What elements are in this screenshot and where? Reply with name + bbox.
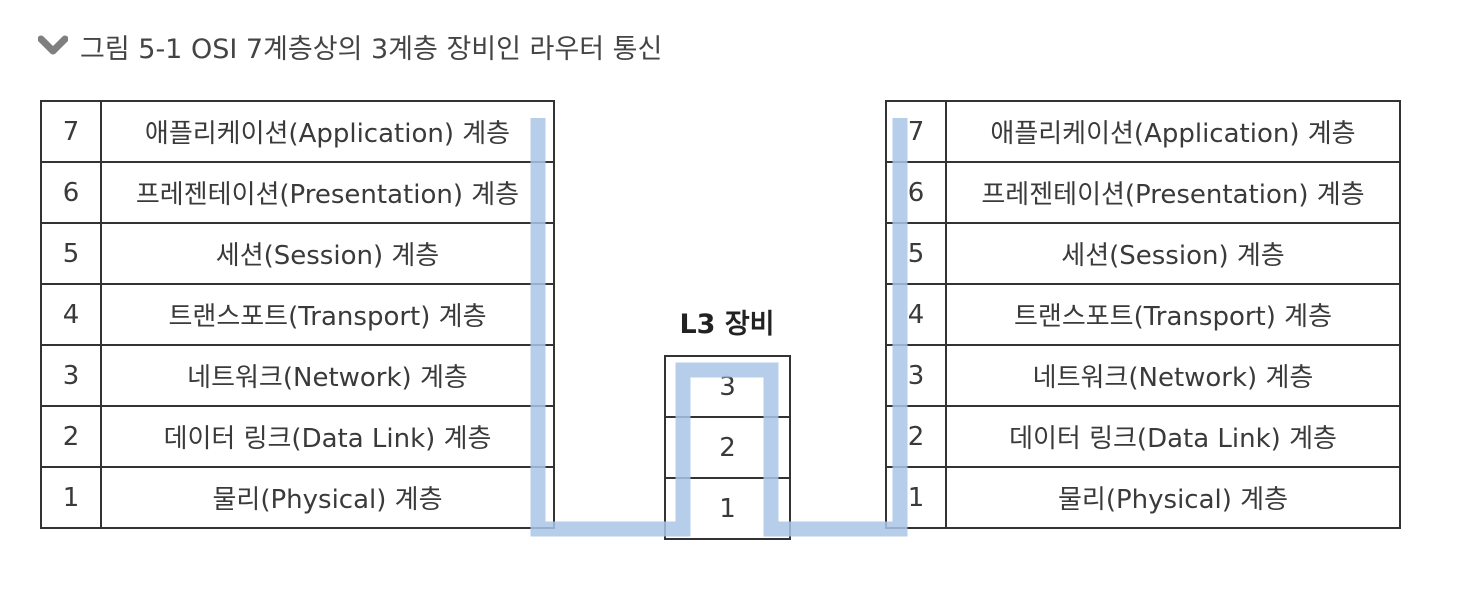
- layer-row: 7 애플리케이션(Application) 계층: [40, 100, 555, 163]
- layer-number: 3: [885, 344, 947, 407]
- layer-number: 6: [40, 161, 102, 224]
- device-layer-row: 1: [664, 477, 791, 540]
- layer-number: 6: [885, 161, 947, 224]
- layer-number: 2: [40, 405, 102, 468]
- device-layer-row: 2: [664, 416, 791, 479]
- layer-row: 2 데이터 링크(Data Link) 계층: [885, 405, 1401, 468]
- layer-row: 4 트랜스포트(Transport) 계층: [40, 283, 555, 346]
- layer-row: 1 물리(Physical) 계층: [885, 466, 1401, 529]
- layer-row: 5 세션(Session) 계층: [40, 222, 555, 285]
- layer-number: 7: [40, 100, 102, 163]
- layer-name: 애플리케이션(Application) 계층: [100, 100, 555, 163]
- layer-number: 5: [885, 222, 947, 285]
- device-layer-number: 1: [664, 477, 791, 540]
- layer-row: 7 애플리케이션(Application) 계층: [885, 100, 1401, 163]
- layer-number: 5: [40, 222, 102, 285]
- layer-name: 물리(Physical) 계층: [100, 466, 555, 529]
- layer-name: 데이터 링크(Data Link) 계층: [100, 405, 555, 468]
- l3-device-label: L3 장비: [679, 309, 775, 340]
- layer-row: 2 데이터 링크(Data Link) 계층: [40, 405, 555, 468]
- left-host-osi-stack: 7 애플리케이션(Application) 계층 6 프레젠테이션(Presen…: [40, 100, 555, 529]
- layer-name: 데이터 링크(Data Link) 계층: [945, 405, 1401, 468]
- layer-name: 프레젠테이션(Presentation) 계층: [945, 161, 1401, 224]
- figure-title-text: 그림 5-1 OSI 7계층상의 3계층 장비인 라우터 통신: [80, 33, 663, 65]
- layer-number: 4: [40, 283, 102, 346]
- layer-number: 3: [40, 344, 102, 407]
- layer-name: 트랜스포트(Transport) 계층: [945, 283, 1401, 346]
- figure-title: 그림 5-1 OSI 7계층상의 3계층 장비인 라우터 통신: [38, 26, 662, 66]
- layer-row: 3 네트워크(Network) 계층: [40, 344, 555, 407]
- layer-name: 트랜스포트(Transport) 계층: [100, 283, 555, 346]
- layer-row: 6 프레젠테이션(Presentation) 계층: [885, 161, 1401, 224]
- layer-name: 네트워크(Network) 계층: [100, 344, 555, 407]
- right-host-osi-stack: 7 애플리케이션(Application) 계층 6 프레젠테이션(Presen…: [885, 100, 1401, 529]
- device-layer-number: 3: [664, 355, 791, 418]
- layer-name: 애플리케이션(Application) 계층: [945, 100, 1401, 163]
- chevron-down-icon: [38, 35, 68, 55]
- layer-name: 세션(Session) 계층: [945, 222, 1401, 285]
- layer-row: 5 세션(Session) 계층: [885, 222, 1401, 285]
- layer-row: 4 트랜스포트(Transport) 계층: [885, 283, 1401, 346]
- layer-name: 물리(Physical) 계층: [945, 466, 1401, 529]
- layer-name: 프레젠테이션(Presentation) 계층: [100, 161, 555, 224]
- device-layer-number: 2: [664, 416, 791, 479]
- layer-row: 6 프레젠테이션(Presentation) 계층: [40, 161, 555, 224]
- layer-number: 1: [40, 466, 102, 529]
- layer-number: 2: [885, 405, 947, 468]
- device-layer-row: 3: [664, 355, 791, 418]
- layer-number: 1: [885, 466, 947, 529]
- layer-row: 1 물리(Physical) 계층: [40, 466, 555, 529]
- layer-number: 4: [885, 283, 947, 346]
- layer-name: 네트워크(Network) 계층: [945, 344, 1401, 407]
- layer-number: 7: [885, 100, 947, 163]
- layer-name: 세션(Session) 계층: [100, 222, 555, 285]
- l3-device-stack: 3 2 1: [664, 355, 791, 540]
- layer-row: 3 네트워크(Network) 계층: [885, 344, 1401, 407]
